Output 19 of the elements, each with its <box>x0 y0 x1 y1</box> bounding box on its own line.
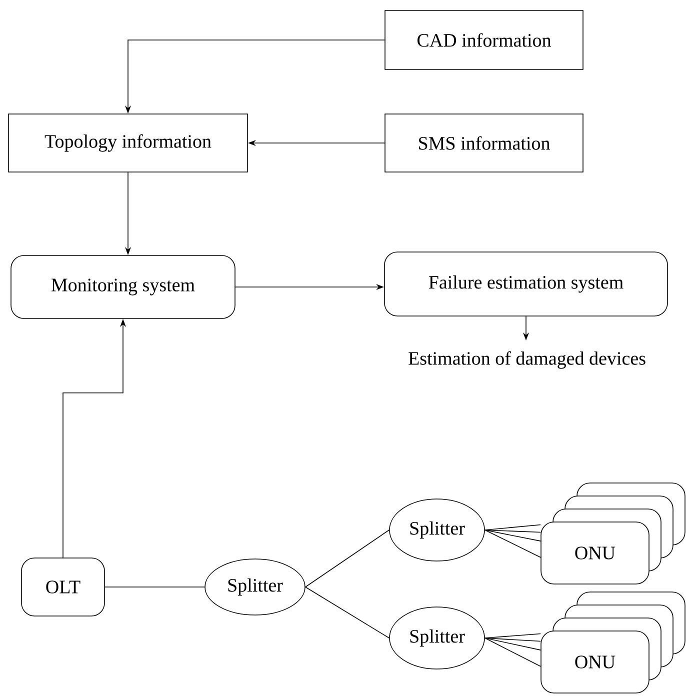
connector-line <box>484 530 541 558</box>
connector-line <box>104 586 205 588</box>
connector-line <box>484 530 541 542</box>
rounded-box: OLT <box>21 558 105 616</box>
result-text: Estimation of damaged devices <box>408 351 646 369</box>
connector-line <box>484 633 541 638</box>
onu-card: ONU <box>540 522 650 584</box>
process-box: CAD information <box>384 10 584 70</box>
connector-line <box>484 638 541 667</box>
process-box: Topology information <box>8 114 248 172</box>
connector-line <box>305 586 390 638</box>
connector-line <box>305 530 390 588</box>
onu-card: ONU <box>540 630 650 694</box>
connector-line <box>484 530 541 533</box>
connector-line <box>484 638 541 642</box>
rounded-box: Monitoring system <box>10 255 236 319</box>
process-box: SMS information <box>384 114 584 172</box>
rounded-box: Failure estimation system <box>384 252 668 316</box>
connector-line <box>484 638 541 650</box>
